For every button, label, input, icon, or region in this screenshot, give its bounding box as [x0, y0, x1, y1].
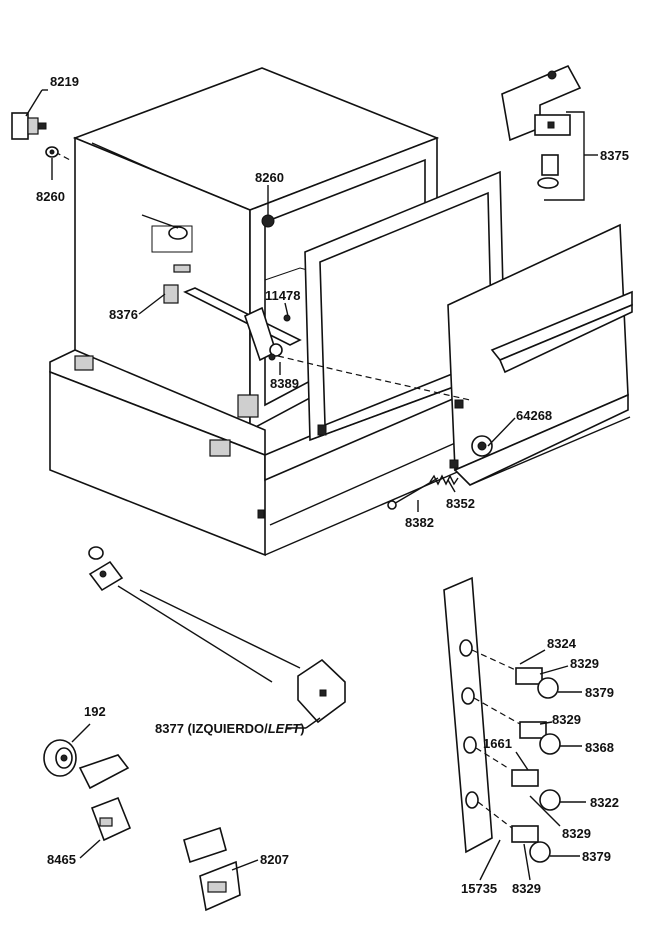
- label-8377: 8377 (IZQUIERDO/LEFT): [155, 721, 305, 736]
- label-8329-c: 8329: [562, 826, 591, 841]
- label-64268: 64268: [516, 408, 552, 423]
- label-8379-b: 8379: [582, 849, 611, 864]
- leader-8352: [447, 479, 456, 493]
- label-8376: 8376: [109, 307, 138, 322]
- label-8329-a: 8329: [570, 656, 599, 671]
- label-11478: 11478: [265, 288, 300, 303]
- label-192: 192: [84, 704, 106, 719]
- label-8352: 8352: [446, 496, 475, 511]
- control-panel-strip-15735: [443, 576, 501, 881]
- switches-right: [471, 649, 586, 881]
- label-8375: 8375: [600, 148, 629, 163]
- hinge-assembly-8375: [501, 64, 598, 201]
- timer-knob-192: [43, 723, 130, 790]
- leader-64268: [487, 417, 516, 447]
- label-8329-b: 8329: [552, 712, 581, 727]
- label-8329-d: 8329: [512, 881, 541, 896]
- label-8389: 8389: [270, 376, 299, 391]
- label-8368: 8368: [585, 740, 614, 755]
- rod-8382: [387, 477, 439, 510]
- hinge-rail: [163, 284, 302, 362]
- leader-8376: [138, 293, 166, 315]
- label-1661: 1661: [483, 736, 512, 751]
- drawer-front-panel: [447, 223, 633, 486]
- leader-dashed-hinge: [277, 355, 471, 401]
- label-8379-a: 8379: [585, 685, 614, 700]
- leader-11478: [284, 302, 289, 317]
- label-8260-left: 8260: [36, 189, 65, 204]
- label-8322: 8322: [590, 795, 619, 810]
- base-drawer-box: [49, 349, 463, 557]
- label-15735: 15735: [461, 881, 497, 896]
- label-8207: 8207: [260, 852, 289, 867]
- switch-8465: [79, 796, 132, 859]
- spring-8352: [429, 474, 459, 486]
- link-rod-8377: [88, 546, 346, 729]
- switch-8207: [183, 826, 259, 912]
- label-8382: 8382: [405, 515, 434, 530]
- label-8324: 8324: [547, 636, 577, 651]
- label-8260-top: 8260: [255, 170, 284, 185]
- label-8219: 8219: [50, 74, 79, 89]
- switch-8219: [11, 89, 48, 140]
- label-8465: 8465: [47, 852, 76, 867]
- knob-8260: [45, 146, 59, 180]
